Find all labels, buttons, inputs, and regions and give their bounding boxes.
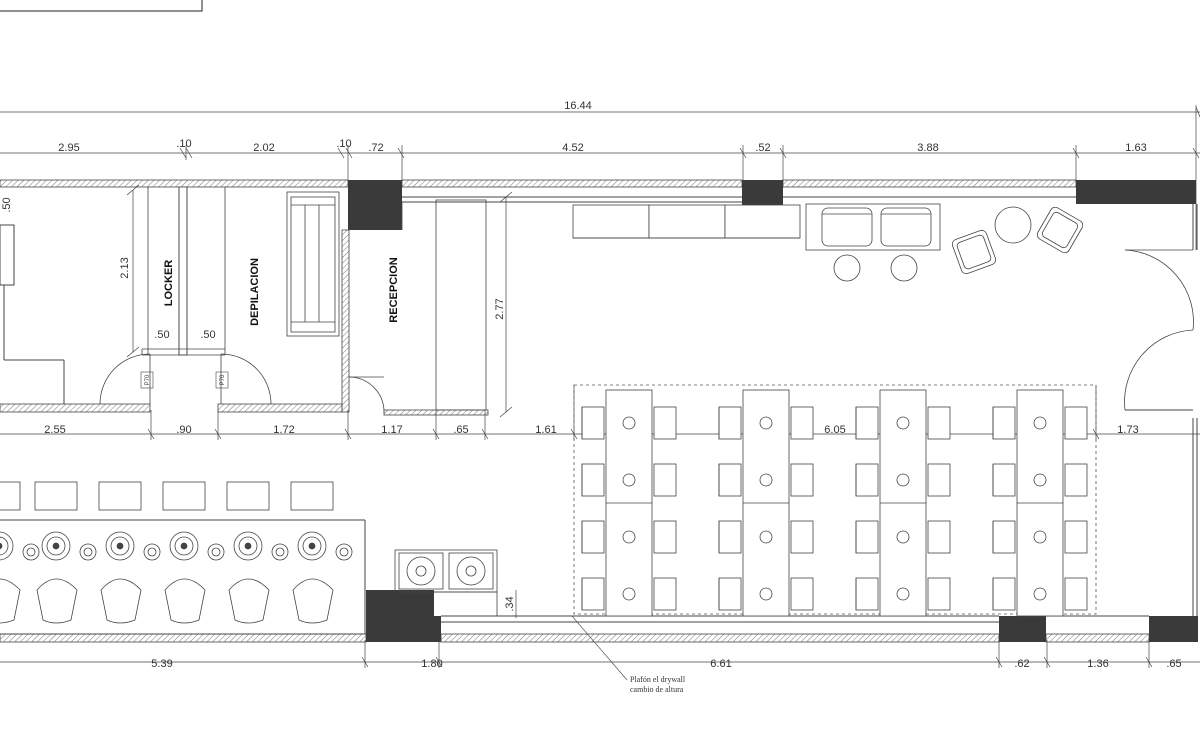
dim-top-8: 3.88 (917, 142, 938, 154)
partitions (0, 186, 489, 416)
dim-top-6: 4.52 (562, 142, 583, 154)
dimension-texts: 16.44 2.95 .10 2.02 .10 .72 4.52 .52 3.8… (1, 100, 1182, 670)
title-block-frame (0, 0, 203, 12)
walls (0, 179, 1150, 643)
note-leader (571, 615, 628, 681)
dim-top-3: 2.02 (253, 142, 274, 154)
room-label-depilacion: DEPILACION (249, 258, 261, 326)
room-label-recepcion: RECEPCION (388, 257, 400, 322)
dim-top-2: .10 (176, 138, 191, 150)
pedicure-sinks (394, 549, 498, 616)
styling-stations (581, 389, 1088, 617)
dim-top-9: 1.63 (1125, 142, 1146, 154)
dim-bot-5: 1.36 (1087, 658, 1108, 670)
dim-bot-1: 5.39 (151, 658, 172, 670)
station-group (855, 389, 951, 617)
dim-top-4: .10 (336, 138, 351, 150)
dim-mid-2: .90 (176, 424, 191, 436)
dim-wall-top: .50 (1, 197, 13, 212)
manicure-station (162, 481, 225, 624)
retail-shelves (572, 204, 801, 239)
wash-unit (805, 203, 941, 282)
reception-desk (401, 199, 487, 411)
dim-locker-height: 2.13 (119, 257, 131, 278)
dim-top-7: .52 (755, 142, 770, 154)
station-group (581, 389, 677, 617)
dim-overall: 16.44 (564, 100, 592, 112)
left-office (0, 224, 65, 404)
manicure-station (0, 481, 40, 624)
dim-top-5: .72 (368, 142, 383, 154)
dim-mid-1: 2.55 (44, 424, 65, 436)
dim-bot-6: .65 (1166, 658, 1181, 670)
door-tags: P70 P70 (140, 371, 229, 389)
manicure-station (226, 481, 289, 624)
dim-counter: .34 (504, 596, 516, 611)
dim-mid-6: 1.61 (535, 424, 556, 436)
dim-bot-2: 1.80 (421, 658, 442, 670)
columns (348, 180, 1198, 642)
dim-mid-4: 1.17 (381, 424, 402, 436)
dim-mid-3: 1.72 (273, 424, 294, 436)
door-tag-left: P70 (145, 374, 151, 385)
dim-top-1: 2.95 (58, 142, 79, 154)
dim-mid-7: 6.05 (824, 424, 845, 436)
manicure-station (98, 481, 161, 624)
dim-locker-1: .50 (154, 329, 169, 341)
dim-mid-8: 1.73 (1117, 424, 1138, 436)
room-label-locker: LOCKER (163, 260, 175, 307)
door-tag-right: P70 (220, 374, 226, 385)
doors (99, 249, 1194, 413)
dim-mid-5: .65 (453, 424, 468, 436)
note-line-2: cambio de altura (630, 685, 684, 694)
manicure-station (34, 481, 97, 624)
station-group (992, 389, 1088, 617)
styling-area-outline (573, 384, 1097, 615)
dim-bot-4: .62 (1014, 658, 1029, 670)
dim-bot-3: 6.61 (710, 658, 731, 670)
note-line-1: Plafón el drywall (630, 675, 686, 684)
depilation-bed (286, 191, 340, 337)
dim-locker-2: .50 (200, 329, 215, 341)
waiting-chairs (951, 206, 1084, 275)
station-group (718, 389, 814, 617)
manicure-station (290, 481, 353, 624)
dim-reception-height: 2.77 (494, 298, 506, 319)
manicure-stations (0, 481, 353, 624)
